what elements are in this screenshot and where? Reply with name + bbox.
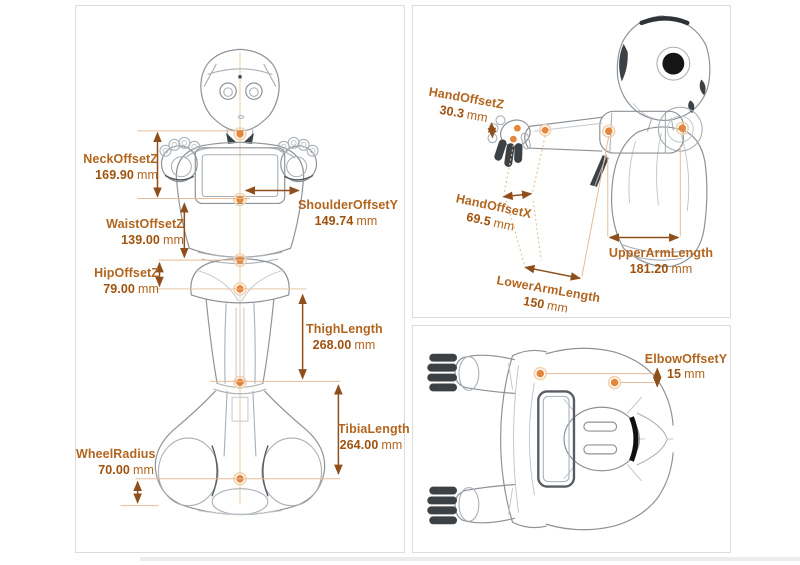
measurement-unit: mm [465,107,490,125]
measurement-unit: mm [132,462,154,477]
measurement-unit: mm [684,367,706,381]
measurement-value: 181.20 [629,261,669,276]
measurement-unit: mm [356,213,378,228]
measurement-value: 150 [522,293,546,312]
eye-slot-top [583,421,618,432]
dimension-hand-offset-x [502,190,533,201]
measurement-label: TibiaLength [338,422,410,436]
measurement-elbow-offset-y-label: ElbowOffsetY [643,352,729,368]
dimension-waist-offset-z [158,202,243,261]
bottom-edge-strip [140,557,800,561]
robot-head-profile [616,15,711,132]
mouth-mark [237,114,245,120]
robot-top-head [563,406,674,472]
measurement-label: ThighLength [306,322,383,336]
measurement-value: 15 [667,367,682,381]
measurement-unit: mm [671,261,693,276]
measurement-unit: mm [137,281,159,296]
robot-top-body [427,347,674,531]
dimension-hip-offset-z [155,261,307,290]
measurement-label: HipOffsetZ [94,266,159,280]
robot-leg [205,299,275,395]
measurement-value: 79.00 [103,281,135,296]
robot-side-torso [610,106,708,268]
front-wheel [211,488,269,516]
dimension-thigh-length [210,293,341,382]
measurement-value: 169.90 [95,167,134,182]
measurement-unit: mm [354,337,376,352]
side-dimensions [487,121,690,281]
side-view-panel: HandOffsetZ 30.3mm HandOffsetX 69.5mm Lo… [412,5,731,318]
joint-dots [509,121,690,143]
head-visor-band [629,416,639,462]
measurement-value: 268.00 [312,337,352,352]
measurement-value: 139.00 [121,232,160,247]
robot-top-arm-upper [427,353,516,394]
elbow-guard [589,155,609,187]
measurement-unit: mm [136,167,158,182]
top-dimensions [533,366,662,390]
robot-right-hand [277,136,319,183]
side-view-figure [487,15,711,281]
robot-top-shoulders [500,347,674,531]
measurement-value: 264.00 [339,437,379,452]
dimension-hand-offset-z [487,122,497,139]
front-dimensions [120,127,343,507]
robot-neck [226,129,254,144]
right-wheel [261,437,323,507]
front-view-figure [120,48,343,516]
joint-dots [533,366,622,390]
measurement-label: ElbowOffsetY [644,352,728,366]
measurement-unit: mm [546,297,570,316]
measurement-label: NeckOffsetZ [83,152,158,166]
dimension-elbow-offset-y [546,367,662,388]
top-view-figure [427,347,674,531]
dimension-tibia-length [135,384,343,480]
forearm [524,116,603,152]
left-eye-icon [219,82,237,100]
measurement-value: 70.00 [98,462,130,477]
robot-top-arm-lower [427,484,516,525]
upper-arm [599,110,684,154]
measurement-label: WaistOffsetZ [106,217,184,231]
measurement-label: UpperArmLength [608,246,714,260]
eye-slot-bottom [583,444,618,455]
left-wheel [157,437,219,507]
robot-head [200,48,280,132]
head-center-mark [238,75,242,79]
measurement-value: 30.3 [438,102,466,121]
dimension-wheel-radius [120,480,159,507]
ear-ring [656,46,691,81]
measurement-label: ShoulderOffsetY [298,198,399,212]
dimension-lower-arm-length [524,264,582,281]
ear-speaker-icon [662,52,685,75]
eye-visor [619,43,628,82]
measurement-unit: mm [162,232,184,247]
measurement-label: WheelRadius [76,447,156,461]
robot-front-body [154,48,326,516]
measurement-value: 149.74 [314,213,354,228]
robot-left-hand [159,136,201,183]
measurement-unit: mm [381,437,403,452]
robot-base [154,390,326,516]
right-eye-icon [245,82,263,100]
projection-lines [503,136,681,277]
dimension-neck-offset-z [137,130,250,199]
robot-top-tablet [528,382,576,496]
